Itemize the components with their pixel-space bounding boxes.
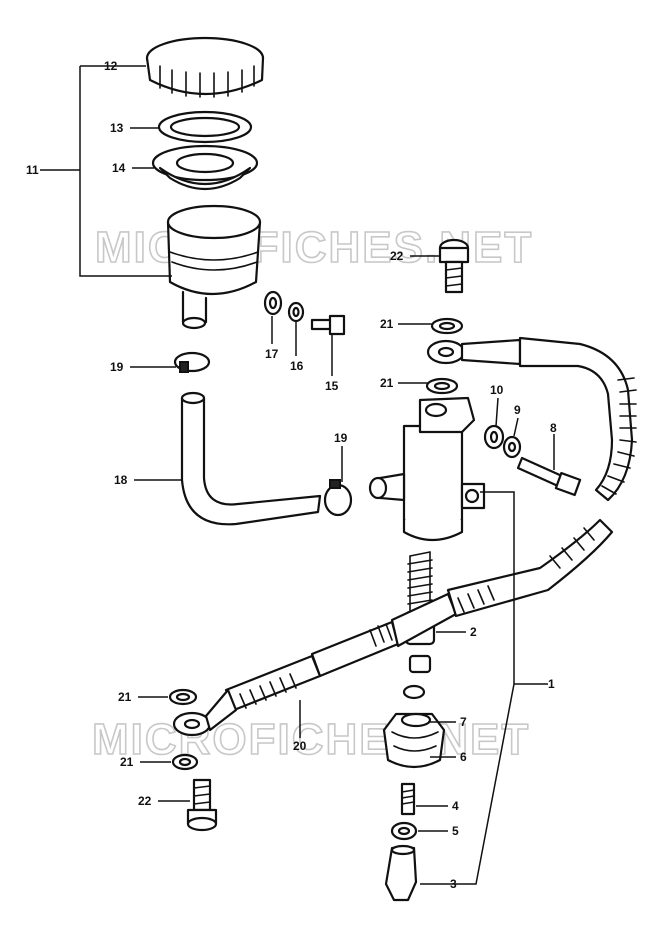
dust-boot-6 — [382, 684, 446, 769]
callout-17: 17 — [265, 347, 279, 361]
sealing-washer-21-c — [168, 688, 198, 706]
hose-clamp-19-lower — [323, 479, 353, 517]
master-cylinder-body — [368, 396, 486, 542]
diaphragm-14 — [151, 144, 259, 190]
callout-19-lower: 19 — [334, 431, 348, 445]
callout-7: 7 — [460, 715, 467, 729]
callout-4: 4 — [452, 799, 459, 813]
callout-21-c: 21 — [118, 690, 132, 704]
sealing-washer-21-a — [430, 317, 464, 335]
bolt-15 — [310, 314, 346, 336]
hose-clamp-19-top — [173, 351, 211, 373]
reservoir-body — [166, 204, 262, 330]
sealing-washer-21-b — [425, 377, 459, 395]
banjo-bolt-22-lower — [186, 778, 218, 832]
callout-18: 18 — [114, 473, 128, 487]
callout-11: 11 — [26, 163, 39, 177]
banjo-bolt-22-top — [438, 238, 470, 294]
brake-hose-upper — [426, 336, 637, 502]
lock-nut-5 — [390, 821, 418, 841]
callout-6: 6 — [460, 750, 467, 764]
callout-5: 5 — [452, 824, 459, 838]
callout-10: 10 — [490, 383, 504, 397]
brake-hose-20 — [172, 518, 614, 737]
sealing-washer-21-d — [171, 753, 199, 771]
reservoir-hose-18 — [180, 391, 322, 526]
callout-20: 20 — [293, 739, 307, 753]
callout-16: 16 — [290, 359, 304, 373]
callout-8: 8 — [550, 421, 557, 435]
callout-19-top: 19 — [110, 360, 124, 374]
callout-21-d: 21 — [120, 755, 134, 769]
callout-3: 3 — [450, 877, 457, 891]
callout-21-b: 21 — [380, 376, 394, 390]
leader-lines — [40, 65, 555, 885]
clevis-3 — [384, 844, 418, 902]
washer-17 — [263, 290, 283, 316]
callout-13: 13 — [110, 121, 124, 135]
callout-22-lower: 22 — [138, 794, 152, 808]
washer-10 — [483, 424, 505, 450]
washer-16 — [287, 301, 305, 323]
reservoir-cap-12 — [145, 36, 265, 98]
callout-9: 9 — [514, 403, 521, 417]
callout-21-a: 21 — [380, 317, 394, 331]
callout-14: 14 — [112, 161, 126, 175]
callout-1: 1 — [548, 677, 555, 691]
callout-12: 12 — [104, 59, 118, 73]
callout-22-top: 22 — [390, 249, 404, 263]
callout-15: 15 — [325, 379, 339, 393]
bolt-8 — [516, 456, 582, 497]
watermark-bottom: MICROFICHES.NET — [92, 715, 530, 764]
diaphragm-plate-13 — [157, 110, 253, 144]
callout-2: 2 — [470, 625, 477, 639]
push-rod-4 — [400, 782, 416, 816]
washer-9 — [502, 435, 522, 459]
